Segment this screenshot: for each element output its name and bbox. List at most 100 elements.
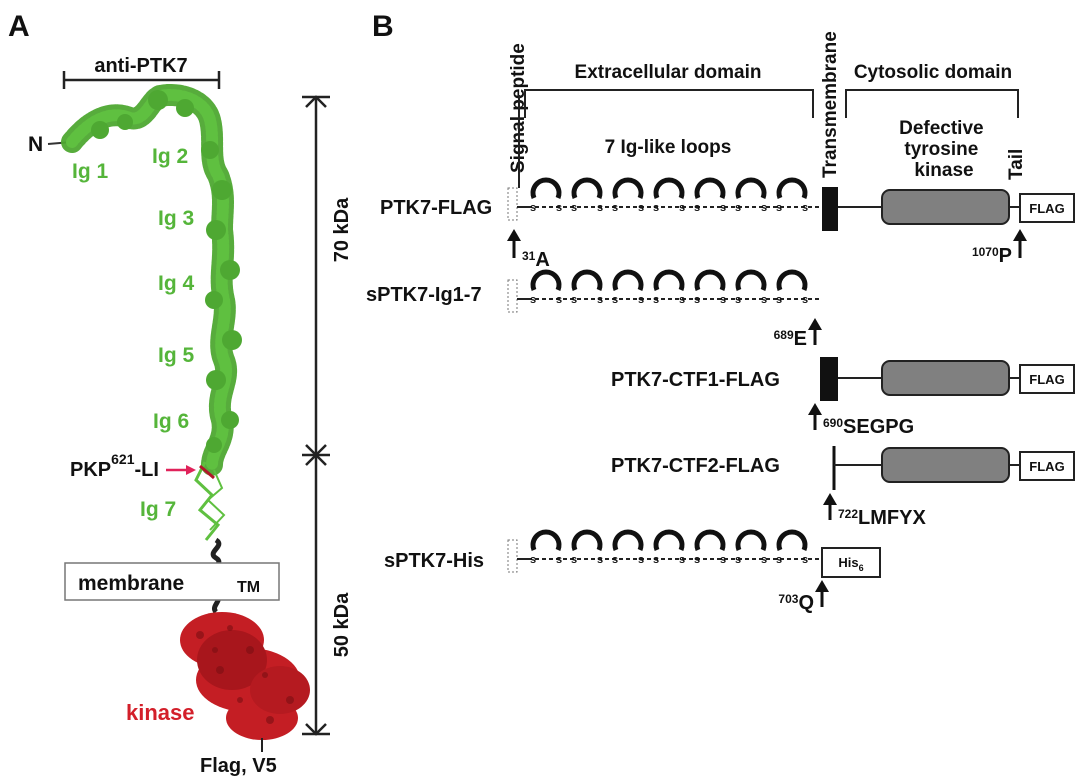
flag-tag-label: FLAG (1029, 372, 1064, 387)
end-site-arrow (808, 318, 822, 345)
start-site-arrow (808, 403, 822, 430)
kinase-domain-box (881, 447, 1010, 483)
construct-ctf1: PTK7-CTF1-FLAG FLAG 690SEGPG (611, 357, 1075, 438)
end-site-label: 1070P (972, 245, 1012, 267)
antibody-label: anti-PTK7 (94, 55, 187, 77)
construct-ctf1-name: PTK7-CTF1-FLAG (611, 369, 780, 391)
ig1-label: Ig 1 (72, 160, 108, 183)
disulfide-label: s (761, 294, 767, 306)
antibody-bracket (62, 71, 221, 89)
disulfide-label: s (653, 554, 659, 566)
disulfide-label: s (571, 554, 577, 566)
tail-label: Tail (1006, 149, 1027, 180)
disulfide-label: s (776, 202, 782, 214)
disulfide-label: s (761, 202, 767, 214)
ig3-label: Ig 3 (158, 207, 194, 230)
membrane-box (64, 562, 280, 601)
ig7-ribbon (194, 461, 221, 541)
disulfide-label: s (776, 294, 782, 306)
kinase-texture (196, 625, 294, 724)
ig-loops-label: 7 Ig-like loops (605, 137, 732, 158)
transmembrane-box (822, 187, 838, 231)
flag-tag-box (1019, 193, 1075, 223)
signal-peptide-box (507, 539, 518, 573)
domain-brackets (518, 89, 1019, 188)
disulfide-label: s (597, 554, 603, 566)
end-site-arrow (1013, 229, 1027, 258)
size-50kda-label: 50 kDa (331, 592, 353, 657)
ig-loop (776, 529, 808, 551)
disulfide-label: s (612, 294, 618, 306)
disulfide-label: s (802, 202, 808, 214)
transmembrane-box (820, 357, 838, 401)
construct-sptk7-his-name: sPTK7-His (384, 550, 484, 572)
ig-loop (735, 177, 767, 199)
start-site-arrow (507, 229, 521, 258)
ig-domain-bumps (91, 90, 242, 453)
disulfide-label: s (571, 202, 577, 214)
ig-loop (653, 269, 685, 291)
ig-loop (735, 269, 767, 291)
disulfide-label: s (612, 554, 618, 566)
ig4-label: Ig 4 (158, 272, 194, 295)
end-site-label: 703Q (778, 592, 814, 614)
disulfide-label: s (530, 554, 536, 566)
flag-tag-label: FLAG (1029, 459, 1064, 474)
panel-b-label: B (372, 10, 394, 43)
ig-loop (571, 269, 603, 291)
panel-a: A anti-PTK7 N Ig 1 Ig 2 Ig 3 Ig 4 Ig (8, 10, 353, 777)
disulfide-label: s (638, 554, 644, 566)
disulfide-label: s (530, 294, 536, 306)
disulfide-label: s (638, 202, 644, 214)
signal-peptide-box (507, 279, 518, 313)
ig-loop (571, 177, 603, 199)
ig-loop (530, 269, 562, 291)
disulfide-label: s (735, 202, 741, 214)
disulfide-label: s (612, 202, 618, 214)
disulfide-label: s (802, 554, 808, 566)
signal-peptide-box (507, 187, 518, 221)
his-tag-label: His6 (838, 555, 863, 573)
disulfide-label: s (638, 294, 644, 306)
ig-loop (694, 177, 726, 199)
disulfide-label: s (694, 554, 700, 566)
start-site-label: 31A (522, 249, 550, 271)
kinase-label: kinase (126, 700, 195, 725)
disulfide-label: s (679, 202, 685, 214)
start-site-label: 690SEGPG (823, 416, 914, 438)
disulfide-label: s (735, 294, 741, 306)
ig-loop (612, 529, 644, 551)
construct-ctf2: PTK7-CTF2-FLAG FLAG 722LMFYX (611, 446, 1075, 529)
tm-label: TM (237, 579, 260, 596)
c-terminus-label: Flag, V5 (200, 755, 277, 777)
disulfide-label: s (720, 202, 726, 214)
cytosolic-domain-label: Cytosolic domain (854, 62, 1012, 83)
disulfide-label: s (694, 202, 700, 214)
disulfide-label: s (735, 554, 741, 566)
disulfide-label: s (556, 554, 562, 566)
flag-tag-label: FLAG (1029, 201, 1064, 216)
ig-loop (530, 529, 562, 551)
ig-loop (735, 529, 767, 551)
ig-loop (530, 177, 562, 199)
disulfide-label: s (679, 554, 685, 566)
disulfide-label: s (571, 294, 577, 306)
membrane-label: membrane (78, 572, 184, 595)
kinase-desc-label: Defective tyrosine kinase (899, 118, 989, 181)
ig-loop (694, 529, 726, 551)
end-site-arrow (815, 580, 829, 607)
ig2-label: Ig 2 (152, 145, 188, 168)
ig-loop (776, 177, 808, 199)
ig-loop (612, 269, 644, 291)
disulfide-label: s (653, 294, 659, 306)
panel-a-label: A (8, 10, 30, 43)
construct-ptk7-flag-name: PTK7-FLAG (380, 197, 492, 219)
ig6-label: Ig 6 (153, 410, 189, 433)
start-site-label: 722LMFYX (838, 507, 926, 529)
